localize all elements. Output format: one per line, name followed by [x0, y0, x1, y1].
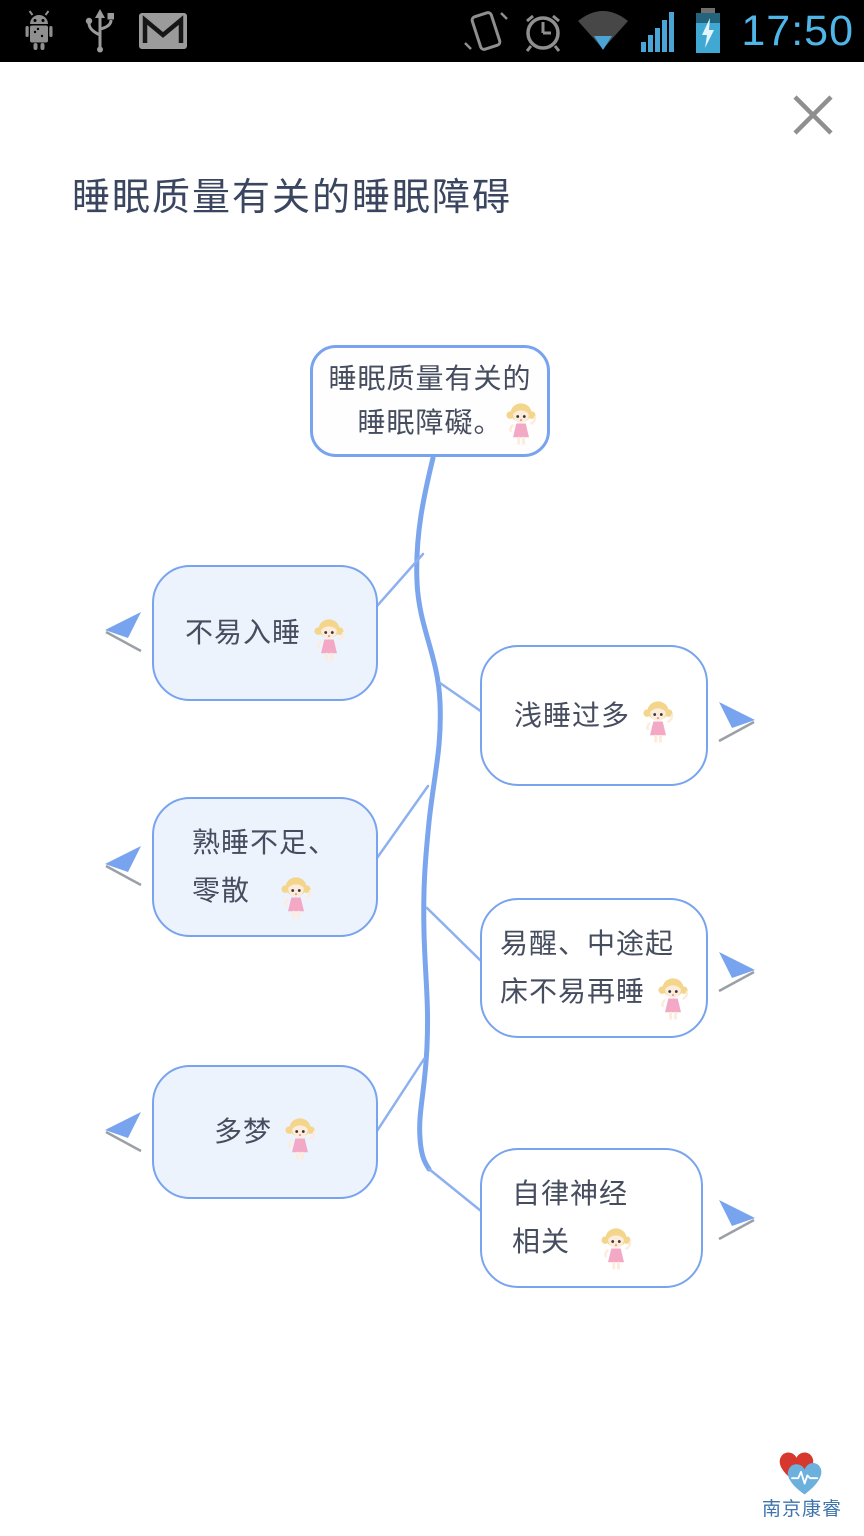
page-title: 睡眠质量有关的睡眠障碍	[72, 177, 513, 219]
node-text-line: 零散	[192, 875, 251, 906]
node-text-line: 睡眠障礙。	[357, 407, 503, 438]
chibi-girl-sticker	[280, 875, 312, 922]
android-robot-icon	[25, 10, 53, 50]
node-text-line: 浅睡过多	[513, 699, 630, 731]
heart-ecg-logo-icon	[772, 1441, 830, 1499]
node-easy-waking-hard-to-resleep[interactable]: 易醒、中途起 床不易再睡	[480, 898, 708, 1038]
expand-arrow-right-icon[interactable]	[714, 1196, 760, 1242]
signal-strength-icon	[641, 12, 675, 52]
battery-charging-icon	[696, 8, 721, 53]
node-insufficient-deep-sleep[interactable]: 熟睡不足、 零散	[152, 797, 378, 937]
node-text-line: 自律神经	[512, 1178, 629, 1209]
node-too-much-light-sleep[interactable]: 浅睡过多	[480, 645, 708, 786]
node-text-line: 不易入睡	[184, 617, 301, 648]
close-icon[interactable]	[788, 90, 838, 140]
chibi-girl-sticker	[657, 976, 689, 1023]
node-autonomic-nerve-related[interactable]: 自律神经 相关	[480, 1148, 703, 1288]
chibi-girl-sticker	[600, 1226, 632, 1273]
expand-arrow-left-icon[interactable]	[100, 608, 146, 654]
node-many-dreams[interactable]: 多梦	[152, 1065, 378, 1199]
node-text-line: 相关	[512, 1226, 571, 1257]
chibi-girl-sticker	[284, 1116, 316, 1163]
expand-arrow-left-icon[interactable]	[100, 1108, 146, 1154]
expand-arrow-left-icon[interactable]	[100, 842, 146, 888]
node-text-line: 易醒、中途起	[500, 928, 675, 959]
node-text-line: 熟睡不足、	[192, 827, 338, 858]
node-difficulty-falling-asleep[interactable]: 不易入睡	[152, 565, 378, 701]
chibi-girl-sticker	[505, 401, 537, 448]
wifi-icon	[578, 11, 629, 50]
node-text-line: 多梦	[213, 1116, 272, 1147]
brand-name: 南京康睿	[761, 1499, 842, 1520]
expand-arrow-right-icon[interactable]	[714, 948, 760, 994]
android-status-bar: 17:50	[0, 0, 864, 62]
status-bar-right-icons: 17:50	[463, 0, 864, 62]
node-text-line: 睡眠质量有关的	[328, 363, 532, 394]
gmail-icon	[139, 13, 187, 49]
chibi-girl-sticker	[313, 617, 345, 664]
usb-icon	[85, 9, 114, 53]
status-bar-clock: 17:50	[741, 7, 854, 55]
node-root-sleep-disorders[interactable]: 睡眠质量有关的 睡眠障礙。	[310, 345, 550, 457]
vibrate-icon	[464, 11, 509, 51]
expand-arrow-right-icon[interactable]	[714, 698, 760, 744]
status-bar-left-icons	[0, 8, 188, 54]
alarm-clock-icon	[526, 14, 561, 52]
chibi-girl-sticker	[642, 699, 674, 746]
node-text-line: 床不易再睡	[500, 976, 646, 1007]
